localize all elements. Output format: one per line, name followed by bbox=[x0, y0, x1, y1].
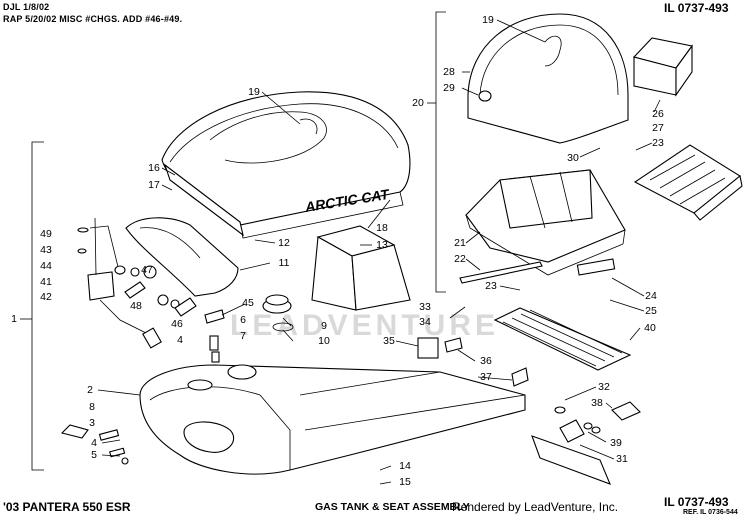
callout-28: 28 bbox=[443, 66, 455, 78]
illustration-id-bottom: IL 0737-493 bbox=[664, 495, 729, 509]
callout-18: 18 bbox=[376, 222, 388, 234]
storage-tray bbox=[465, 169, 626, 276]
reference-id: REF. IL 0736-544 bbox=[683, 509, 738, 516]
callout-12: 12 bbox=[278, 237, 290, 249]
callout-37: 37 bbox=[480, 371, 492, 383]
callout-8: 8 bbox=[89, 401, 95, 413]
callout-23-mid: 23 bbox=[485, 280, 497, 292]
callout-labels: 19 19 16 17 12 18 13 11 49 43 44 41 42 4… bbox=[11, 14, 664, 488]
strap bbox=[459, 261, 543, 284]
callout-20: 20 bbox=[412, 97, 424, 109]
callout-5: 5 bbox=[91, 449, 97, 461]
mounting-rail bbox=[531, 435, 611, 485]
callout-4-upper: 4 bbox=[177, 334, 183, 346]
callout-32: 32 bbox=[598, 381, 610, 393]
callout-6: 6 bbox=[240, 314, 246, 326]
callout-35: 35 bbox=[383, 335, 395, 347]
callout-7: 7 bbox=[240, 330, 246, 342]
fuel-sender bbox=[77, 217, 162, 349]
callout-45: 45 bbox=[242, 297, 254, 309]
callout-47: 47 bbox=[141, 264, 153, 276]
callout-3: 3 bbox=[89, 417, 95, 429]
callout-24: 24 bbox=[645, 290, 657, 302]
callout-1: 1 bbox=[11, 313, 17, 325]
callout-27: 27 bbox=[652, 122, 664, 134]
watermark: LEADVENTURE bbox=[230, 309, 499, 342]
seat-rear bbox=[467, 13, 629, 144]
callout-22: 22 bbox=[454, 253, 466, 265]
bracket-group-1 bbox=[31, 141, 44, 471]
illustration-id-top: IL 0737-493 bbox=[664, 1, 729, 15]
callout-49: 49 bbox=[40, 228, 52, 240]
callout-26: 26 bbox=[652, 108, 664, 120]
callout-17: 17 bbox=[148, 179, 160, 191]
callout-42: 42 bbox=[40, 291, 52, 303]
callout-31: 31 bbox=[616, 453, 628, 465]
hardware-parts bbox=[60, 258, 641, 485]
callout-43: 43 bbox=[40, 244, 52, 256]
assembly-title: GAS TANK & SEAT ASSEMBLY bbox=[315, 501, 470, 513]
callout-23-top: 23 bbox=[652, 137, 664, 149]
render-credit: Rendered by LeadVenture, Inc. bbox=[452, 500, 619, 514]
floor-mat bbox=[493, 307, 632, 371]
doc-code: DJL 1/8/02 bbox=[3, 2, 50, 12]
model-name: '03 PANTERA 550 ESR bbox=[3, 500, 131, 514]
gas-tank bbox=[139, 364, 526, 475]
callout-19: 19 bbox=[248, 86, 260, 98]
callout-39: 39 bbox=[610, 437, 622, 449]
seat-support-bracket bbox=[125, 217, 239, 297]
callout-29: 29 bbox=[443, 82, 455, 94]
seat-front: ARCTIC CAT bbox=[161, 91, 411, 239]
callout-40: 40 bbox=[644, 322, 656, 334]
gas-cap bbox=[262, 294, 294, 332]
callout-48: 48 bbox=[130, 300, 142, 312]
leader-lines bbox=[97, 19, 661, 485]
callout-46: 46 bbox=[171, 318, 183, 330]
callout-9: 9 bbox=[321, 320, 327, 332]
callout-21: 21 bbox=[454, 237, 466, 249]
revision-note: RAP 5/20/02 MISC #CHGS. ADD #46-#49. bbox=[3, 14, 183, 24]
tool-tray bbox=[633, 144, 743, 221]
callout-15: 15 bbox=[399, 476, 411, 488]
callout-11: 11 bbox=[279, 257, 290, 269]
callout-16: 16 bbox=[148, 162, 160, 174]
callout-41: 41 bbox=[40, 276, 52, 288]
callout-33: 33 bbox=[419, 301, 431, 313]
callout-13: 13 bbox=[376, 239, 388, 251]
callout-38: 38 bbox=[591, 397, 603, 409]
callout-19-rear: 19 bbox=[482, 14, 494, 26]
callout-30: 30 bbox=[567, 152, 579, 164]
callout-25: 25 bbox=[645, 305, 657, 317]
callout-44: 44 bbox=[40, 260, 52, 272]
callout-2: 2 bbox=[87, 384, 93, 396]
callout-34: 34 bbox=[419, 316, 431, 328]
callout-10: 10 bbox=[318, 335, 330, 347]
callout-14: 14 bbox=[399, 460, 411, 472]
callout-36: 36 bbox=[480, 355, 492, 367]
bracket-group-20 bbox=[435, 11, 446, 293]
callout-4-lower: 4 bbox=[91, 437, 97, 449]
